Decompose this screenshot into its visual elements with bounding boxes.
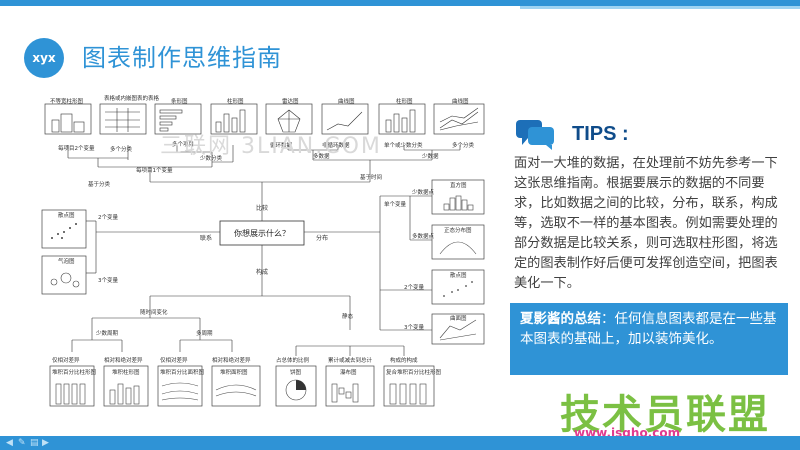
- bottom-chart-label-5: 瀑布图: [340, 368, 357, 376]
- top-caption-4: 非循环数据: [322, 141, 350, 149]
- prev-slide-icon[interactable]: ◀: [6, 438, 13, 448]
- top-chart-label-6: 柱形图: [396, 97, 413, 105]
- line-icon: [321, 103, 369, 135]
- summary-box: 夏影酱的总结：任何信息图表都是在一些基本图表的基础上，加以装饰美化。: [510, 303, 788, 375]
- menu-icon[interactable]: ▤: [30, 438, 39, 448]
- top-chart-label-7: 曲线图: [452, 97, 469, 105]
- relation-label-1: 3个变量: [98, 276, 118, 284]
- histogram-box: [431, 179, 485, 215]
- top-chart-label-3: 柱形图: [227, 97, 244, 105]
- summary-text: ：任何信息图表都是在一些基本图表的基础上，加以装饰美化。: [520, 311, 777, 347]
- top-chart-row: [44, 103, 485, 135]
- dist-chart-label-0: 直方图: [450, 181, 467, 189]
- branch-distribution: 分布: [316, 234, 328, 242]
- relation-chart-label-0: 散点图: [58, 211, 75, 219]
- top-accent-bar: [0, 0, 800, 6]
- dist-label-4: 3个变量: [404, 323, 424, 331]
- brand-logo: 技术员联盟: [560, 392, 770, 438]
- pen-icon[interactable]: ✎: [18, 438, 26, 448]
- comp-sub-0: 随时间变化: [140, 308, 168, 316]
- bottom-chart-label-6: 复合堆积百分比柱形图: [386, 368, 442, 376]
- comp-sub2-0: 少数周期: [96, 329, 119, 337]
- bottom-label-3: 相对和绝对差异: [212, 356, 251, 364]
- branch-composition: 构成: [256, 268, 268, 276]
- bottom-label-4: 占总体的比例: [276, 356, 310, 364]
- center-question: 你想展示什么？: [234, 228, 290, 238]
- summary-lead: 夏影酱的总结: [520, 311, 601, 327]
- relation-label-0: 2个变量: [98, 213, 118, 221]
- top-chart-label-4: 雷达图: [282, 97, 299, 105]
- compare-sub-0: 基于分类: [88, 180, 111, 188]
- stacked-area-box: [211, 365, 261, 407]
- bottom-chart-label-4: 饼图: [290, 368, 302, 376]
- comp-sub-1: 静态: [342, 312, 354, 320]
- bottom-chart-label-2: 堆积百分比面积图: [160, 368, 205, 376]
- bottom-label-0: 仅相对差异: [52, 356, 80, 364]
- bubble-chart-box: [41, 255, 87, 295]
- top-accent-stripe: [520, 6, 800, 9]
- top-caption-1: 多个分类: [110, 145, 133, 153]
- top-chart-label-0: 不等宽柱形图: [50, 97, 84, 105]
- top-caption-0: 每项目2个变量: [58, 144, 95, 152]
- waterfall-box: [325, 365, 375, 407]
- top-chart-label-5: 曲线图: [338, 97, 355, 105]
- top-mid-1: 少数分类: [200, 154, 223, 162]
- top-caption-2: 多个项目: [172, 140, 194, 148]
- table-icon: [99, 103, 147, 135]
- scatter-chart-box: [41, 209, 87, 249]
- center-question-box: [219, 220, 305, 246]
- top-caption-5: 单个或少数分类: [384, 141, 423, 149]
- bottom-label-1: 相对和绝对差异: [104, 356, 143, 364]
- bottom-bar: [0, 436, 800, 450]
- bottom-label-2: 仅相对差异: [160, 356, 188, 364]
- dist-chart-label-3: 曲面图: [450, 314, 467, 322]
- top-mid-2: 多数据: [313, 152, 330, 160]
- pie-slice: [296, 380, 306, 390]
- top-caption-3: 循环数据: [270, 141, 293, 149]
- branch-relation: 联系: [200, 234, 212, 242]
- dist-chart-label-2: 散点图: [450, 271, 467, 279]
- bar-icon: [210, 103, 258, 135]
- bottom-label-5: 累计或减去到总计: [328, 356, 373, 364]
- tips-title: TIPS :: [572, 123, 629, 145]
- relation-chart-label-1: 气泡图: [58, 257, 75, 265]
- top-caption-6: 多个分类: [452, 141, 475, 149]
- bottom-chart-label-0: 堆积百分比柱形图: [52, 368, 97, 376]
- variable-width-bar-icon: [44, 103, 92, 135]
- bottom-chart-label-3: 堆积面积图: [220, 368, 248, 376]
- top-mid-3: 少数据: [422, 152, 439, 160]
- top-chart-label-1: 表格或内嵌图表的表格: [104, 94, 160, 102]
- dist-label-1: 少数据点: [412, 188, 435, 196]
- dist-scatter-box: [431, 269, 485, 305]
- top-mid-0: 每项目1个变量: [136, 166, 173, 174]
- bottom-chart-label-1: 堆积柱形图: [112, 368, 140, 376]
- compound-stacked-bar-box: [383, 365, 435, 407]
- dist-label-2: 多数据点: [412, 232, 435, 240]
- branch-compare: 比较: [256, 204, 268, 212]
- compare-sub-1: 基于时间: [360, 173, 382, 181]
- multi-line-icon: [433, 103, 485, 135]
- watermark: 三联网 3LIAN.COM: [160, 134, 382, 159]
- page-title: 图表制作思维指南: [82, 44, 282, 72]
- dist-label-3: 2个变量: [404, 283, 424, 291]
- bottom-label-6: 构成的构成: [390, 356, 418, 364]
- dist-chart-label-1: 正态分布图: [444, 226, 472, 234]
- dist-label-0: 单个变量: [384, 200, 407, 208]
- comp-sub2-1: 多周期: [196, 329, 213, 337]
- logo-icon: xyx: [24, 38, 64, 78]
- tips-body: 面对一大堆的数据，在处理前不妨先参考一下这张思维指南。根据要展示的数据的不同要求…: [514, 156, 778, 291]
- next-slide-icon[interactable]: ▶: [42, 438, 49, 448]
- top-chart-label-2: 条形图: [171, 97, 188, 105]
- chat-bubbles-icon: [516, 120, 554, 150]
